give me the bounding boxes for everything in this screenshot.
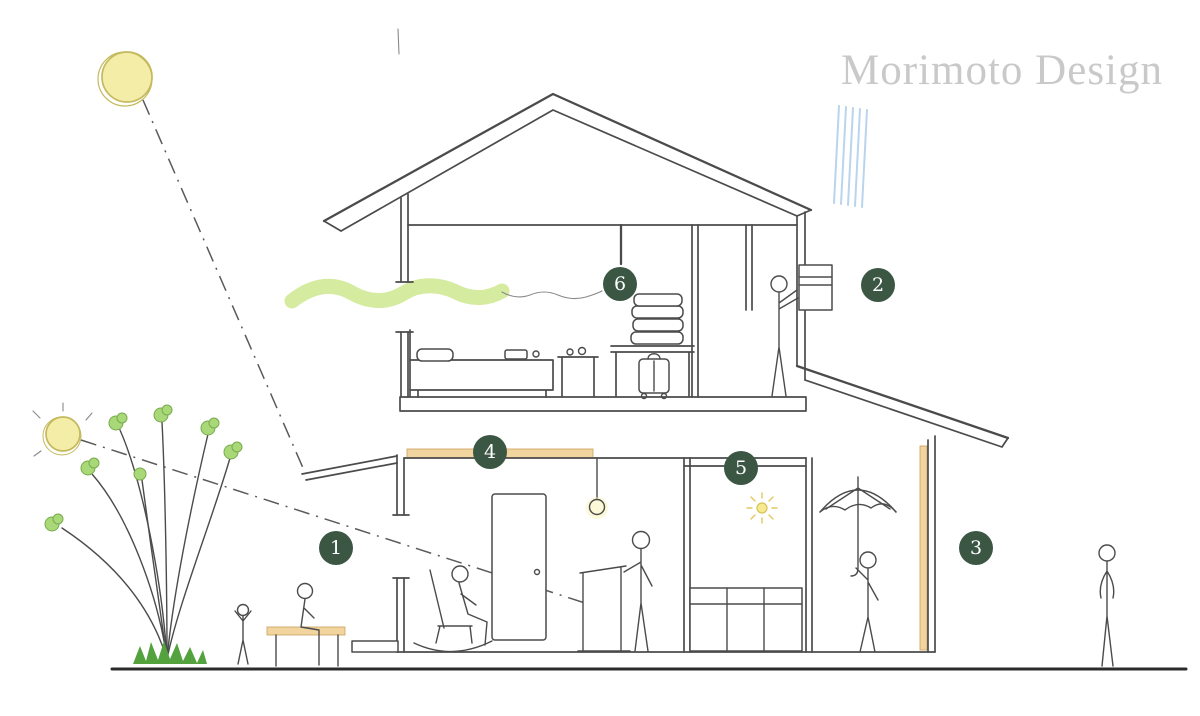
sun-icon-large [97,51,153,107]
wall-unit [798,264,833,311]
bench [266,626,346,667]
hotspot-marker-number: 6 [613,272,627,295]
bench-person [296,582,320,666]
door-knob [533,568,541,576]
grass-tuft [133,641,207,664]
sun-icon-small [32,402,93,457]
rain-lines [833,105,868,208]
window-sills-lower [392,514,410,579]
hotspot-marker-4[interactable]: 4 [473,435,507,469]
pillow [416,348,454,362]
towel-shelf [610,293,695,397]
hotspot-marker-1[interactable]: 1 [319,531,353,565]
hotspot-marker-3[interactable]: 3 [959,531,993,565]
porch-step [351,640,399,653]
standing-person-right [1098,544,1116,667]
folded-towel [632,318,684,332]
hotspot-marker-2[interactable]: 2 [861,268,895,302]
side-table [557,346,599,397]
plant-sketch [44,404,243,664]
hotspot-marker-5[interactable]: 5 [724,451,758,485]
porch-awning [301,455,398,481]
suitcase [638,353,670,400]
cabinet [689,587,803,652]
sun-ray-lines [80,99,586,604]
bed [409,329,554,398]
folded-towel [633,293,683,307]
door [491,493,547,641]
leaf-buds [44,404,243,532]
hotspot-marker-number: 4 [483,440,497,463]
folded-towel [630,331,684,345]
glowing-bulb [746,492,778,524]
rocking-chair-person [413,565,493,653]
child-figure [234,603,252,665]
breeze-stroke [284,278,603,309]
brand-title: Morimoto Design [841,47,1163,94]
reaching-person [770,275,799,397]
hotspot-marker-6[interactable]: 6 [603,267,637,301]
hotspot-marker-number: 1 [329,536,343,559]
roof-vent-mark [397,28,400,55]
hotspot-marker-number: 2 [871,273,885,296]
presenter-person-desk [577,530,653,652]
umbrella-person [819,476,897,653]
pendant-light [586,457,608,519]
wall-strip [919,445,928,651]
hotspot-marker-number: 5 [734,456,748,479]
hotspot-marker-number: 3 [969,536,983,559]
